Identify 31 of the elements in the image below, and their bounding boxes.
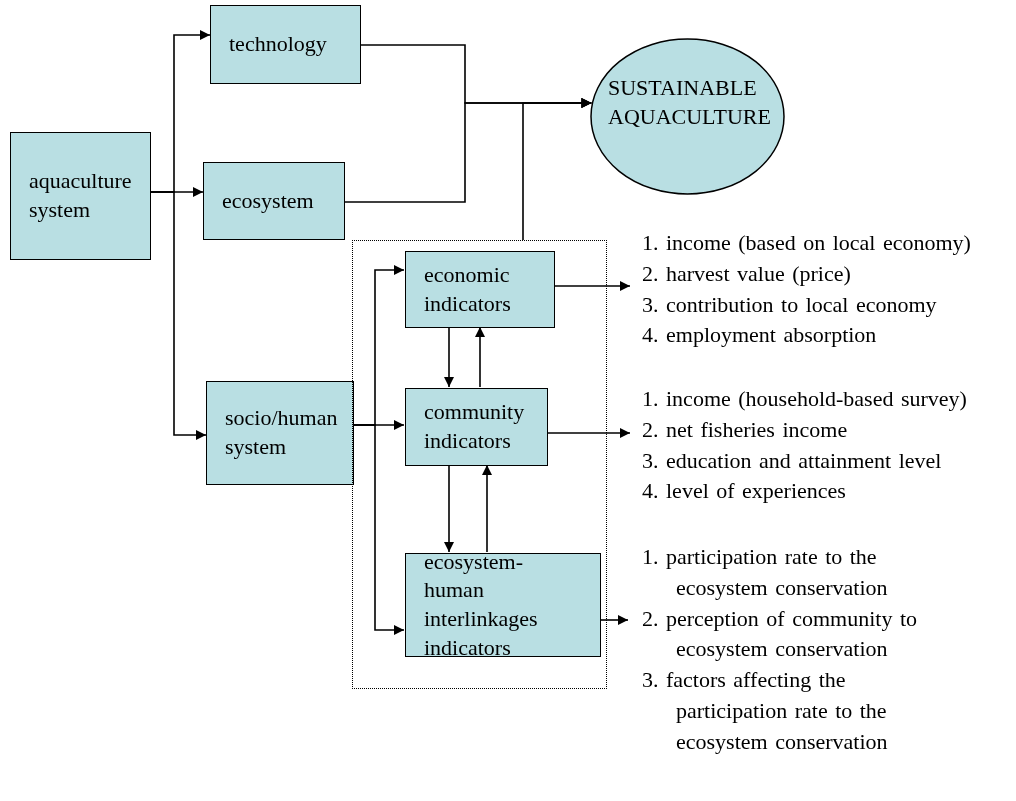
list-item: 4. employment absorption bbox=[641, 321, 878, 350]
list-item: 1. income (based on local economy) bbox=[641, 229, 972, 257]
goal-text: SUSTAINABLE AQUACULTURE bbox=[608, 74, 772, 131]
list-item: 3. contribution to local economy bbox=[641, 290, 938, 319]
list-item: 2. perception of community to ecosystem conservation bbox=[641, 604, 918, 664]
arrow bbox=[522, 98, 593, 241]
process-box: socio/human system bbox=[206, 381, 354, 485]
list-item: 1. income (household-based survey) bbox=[641, 385, 968, 413]
process-box: aquaculture system bbox=[10, 132, 151, 260]
arrow bbox=[353, 424, 405, 635]
arrow bbox=[150, 191, 207, 440]
goal-ellipse bbox=[590, 38, 785, 195]
arrow bbox=[482, 464, 492, 553]
process-box: ecosystem-human interlinkages indicators bbox=[405, 553, 601, 657]
arrow bbox=[599, 615, 629, 625]
process-box: economic indicators bbox=[405, 251, 555, 328]
list-item: 2. harvest value (price) bbox=[641, 259, 852, 288]
list-item: 1. participation rate to the ecosystem conservation bbox=[641, 543, 889, 602]
list-item: 2. net fisheries income bbox=[641, 415, 849, 444]
list-item: 3. factors affecting the participation rate to the ecosystem conservation bbox=[641, 666, 889, 756]
process-box: technology bbox=[210, 5, 361, 84]
arrow bbox=[444, 326, 454, 388]
arrow bbox=[475, 326, 485, 388]
process-box: community indicators bbox=[405, 388, 548, 466]
arrow bbox=[553, 281, 631, 291]
list-item: 4. level of experiences bbox=[641, 477, 847, 506]
list-item: 3. education and attainment level bbox=[641, 446, 943, 475]
arrow bbox=[444, 464, 454, 553]
process-box: ecosystem bbox=[203, 162, 345, 240]
arrow bbox=[546, 428, 631, 438]
dotted-group-box bbox=[352, 240, 607, 689]
